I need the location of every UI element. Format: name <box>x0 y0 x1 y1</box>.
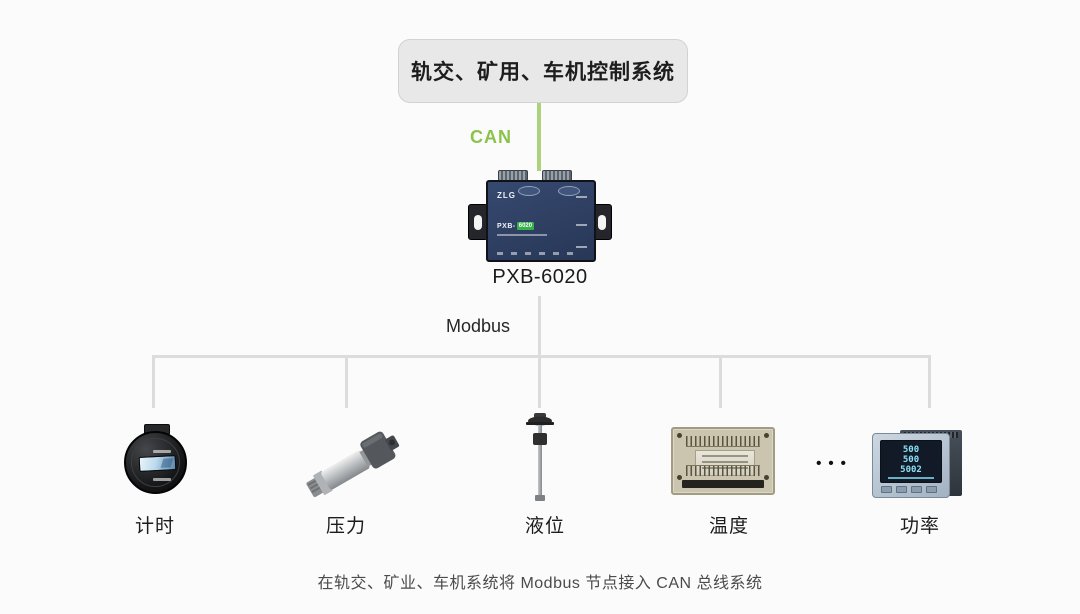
port-label-mark <box>576 224 587 226</box>
pressure-transmitter-icon <box>306 431 400 498</box>
db9-connector-icon <box>518 186 540 196</box>
gateway-faceplate-model: PXB- 6020 <box>497 222 535 230</box>
hour-meter-icon <box>115 420 195 505</box>
node-label-temperature: 温度 <box>708 516 749 537</box>
level-sensor-icon <box>526 413 554 501</box>
mounting-ear-icon <box>468 204 488 240</box>
caption: 在轨交、矿业、车机系统将 Modbus 节点接入 CAN 总线系统 <box>317 575 763 592</box>
modbus-label: Modbus <box>445 316 510 336</box>
modbus-trunk-line <box>538 296 541 408</box>
gateway-model-label: PXB-6020 <box>492 266 588 288</box>
node-label-power: 功率 <box>899 516 940 537</box>
module-connector-strip <box>682 480 764 488</box>
pxb-6020-gateway-icon: ZLG PXB- 6020 <box>462 168 618 268</box>
power-meter-buttons <box>881 486 937 493</box>
can-bus-line <box>537 103 541 171</box>
modbus-drop-line <box>345 355 348 408</box>
more-nodes-ellipsis: ••• <box>816 455 853 472</box>
port-label-mark <box>576 196 587 198</box>
modbus-bus-line <box>152 355 931 358</box>
zlg-logo: ZLG <box>497 191 516 200</box>
modbus-drop-line <box>928 355 931 408</box>
can-bus-label: CAN <box>470 127 512 147</box>
modbus-drop-line <box>152 355 155 408</box>
port-label-mark <box>576 246 587 248</box>
faceplate-bottom-marks <box>497 252 579 255</box>
power-meter-icon: 500 500 5002 <box>872 430 964 500</box>
terminal-row <box>686 436 760 447</box>
terminal-row <box>686 465 760 476</box>
modbus-drop-line <box>719 355 722 408</box>
control-system-label: 轨交、矿用、车机控制系统 <box>411 61 675 84</box>
node-label-level: 液位 <box>524 516 565 537</box>
gateway-body: ZLG PXB- 6020 <box>486 180 596 262</box>
control-system-box: 轨交、矿用、车机控制系统 <box>398 39 688 103</box>
node-label-timer: 计时 <box>134 516 175 537</box>
db9-connector-icon <box>558 186 580 196</box>
node-label-pressure: 压力 <box>325 516 366 537</box>
temperature-module-icon <box>671 427 775 495</box>
faceplate-subtitle-line <box>497 234 547 236</box>
hour-meter-lcd <box>138 455 177 472</box>
power-meter-display: 500 500 5002 <box>880 440 942 483</box>
